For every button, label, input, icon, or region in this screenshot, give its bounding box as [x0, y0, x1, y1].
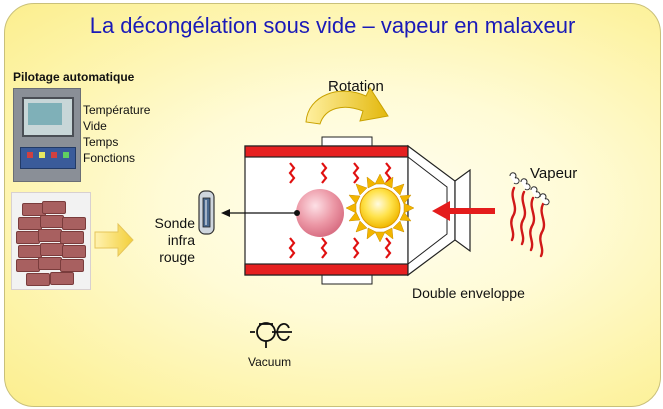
vacuum-pump-icon: [250, 322, 292, 348]
pilotage-title: Pilotage automatique: [13, 70, 135, 84]
sonde-label: Sonde infra rouge: [154, 215, 195, 265]
food-ball: [296, 189, 344, 237]
sun-icon: [345, 173, 415, 243]
pilotage-item-fonctions: Fonctions: [83, 151, 136, 165]
pilotage-item-temperature: Température: [83, 103, 151, 117]
steam-icon: [510, 186, 546, 258]
steam-direction-arrow: [432, 201, 495, 221]
frozen-product-photo: [11, 192, 91, 290]
pilotage-item-temps: Temps: [83, 135, 119, 149]
heat-waves-top: [288, 162, 392, 184]
page-title: La décongélation sous vide – vapeur en m…: [89, 13, 576, 38]
infrared-probe-icon: [198, 190, 215, 235]
double-wall-bottom: [244, 263, 409, 276]
pilotage-item-vide: Vide: [83, 119, 107, 133]
double-wall-top: [244, 145, 409, 158]
double-enveloppe-label: Double enveloppe: [412, 285, 525, 301]
input-arrow-icon: [94, 222, 134, 258]
control-panel-icon: [13, 88, 81, 182]
rotation-arrow-icon: [305, 86, 389, 125]
heat-waves-bottom: [288, 237, 392, 259]
vapeur-label: Vapeur: [530, 165, 578, 182]
vacuum-label: Vacuum: [248, 355, 292, 369]
